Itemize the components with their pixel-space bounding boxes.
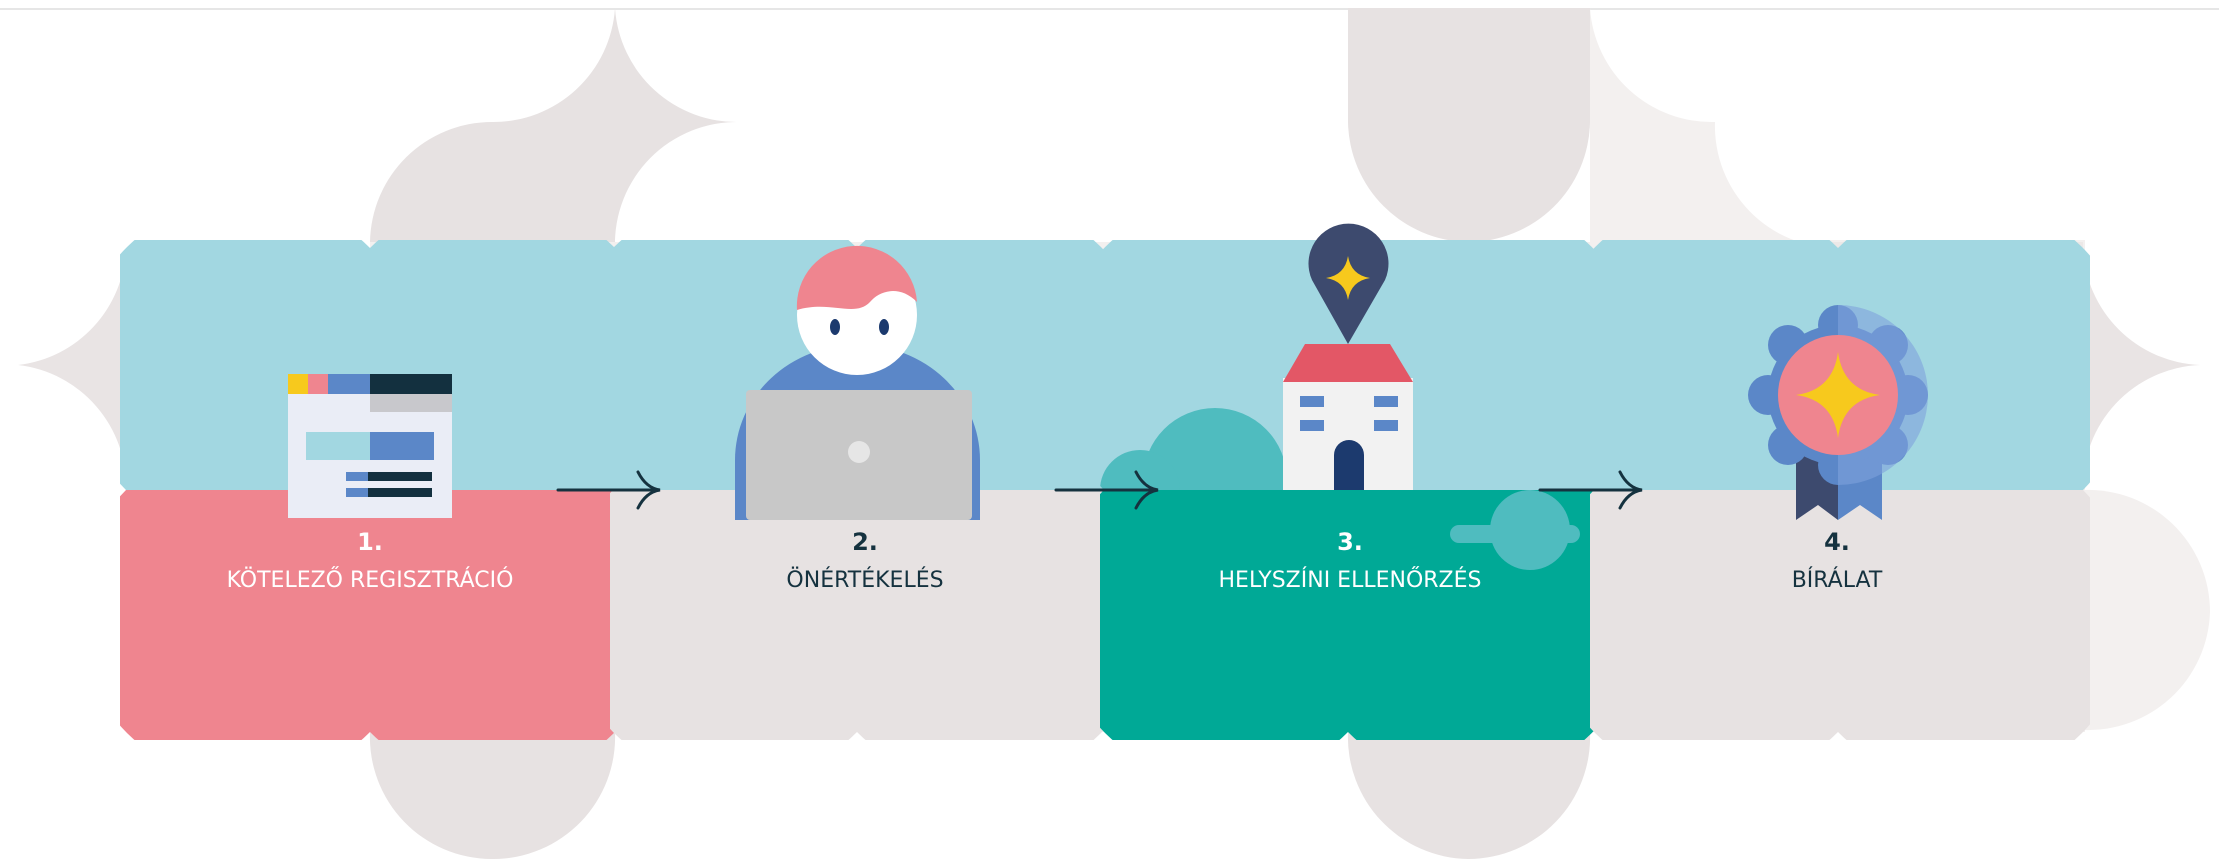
step-1-number: 1. xyxy=(357,528,383,556)
step-1-title: KÖTELEZŐ REGISZTRÁCIÓ xyxy=(227,567,514,593)
step-4-shape: 4. BÍRÁLAT xyxy=(1590,240,2090,740)
step-2-number: 2. xyxy=(852,528,878,556)
step-4-title: BÍRÁLAT xyxy=(1792,567,1883,593)
arrow-2-3 xyxy=(1054,470,1159,510)
award-rosette-icon xyxy=(1748,305,1928,520)
step-1-shape: 1. KÖTELEZŐ REGISZTRÁCIÓ xyxy=(120,240,620,740)
step-2-shape: 2. ÖNÉRTÉKELÉS xyxy=(610,240,1110,740)
step-4-number: 4. xyxy=(1824,528,1850,556)
step-3-title: HELYSZÍNI ELLENŐRZÉS xyxy=(1219,567,1482,593)
person-laptop-icon xyxy=(735,245,980,520)
step-3-shape: 3. HELYSZÍNI ELLENŐRZÉS xyxy=(1100,223,1600,740)
top-divider xyxy=(0,8,2219,10)
arrow-1-2 xyxy=(556,470,661,510)
step-2-title: ÖNÉRTÉKELÉS xyxy=(786,567,943,593)
step-3-number: 3. xyxy=(1337,528,1363,556)
house-location-icon xyxy=(1283,223,1413,490)
arrow-3-4 xyxy=(1538,470,1643,510)
registration-form-icon xyxy=(288,374,452,518)
